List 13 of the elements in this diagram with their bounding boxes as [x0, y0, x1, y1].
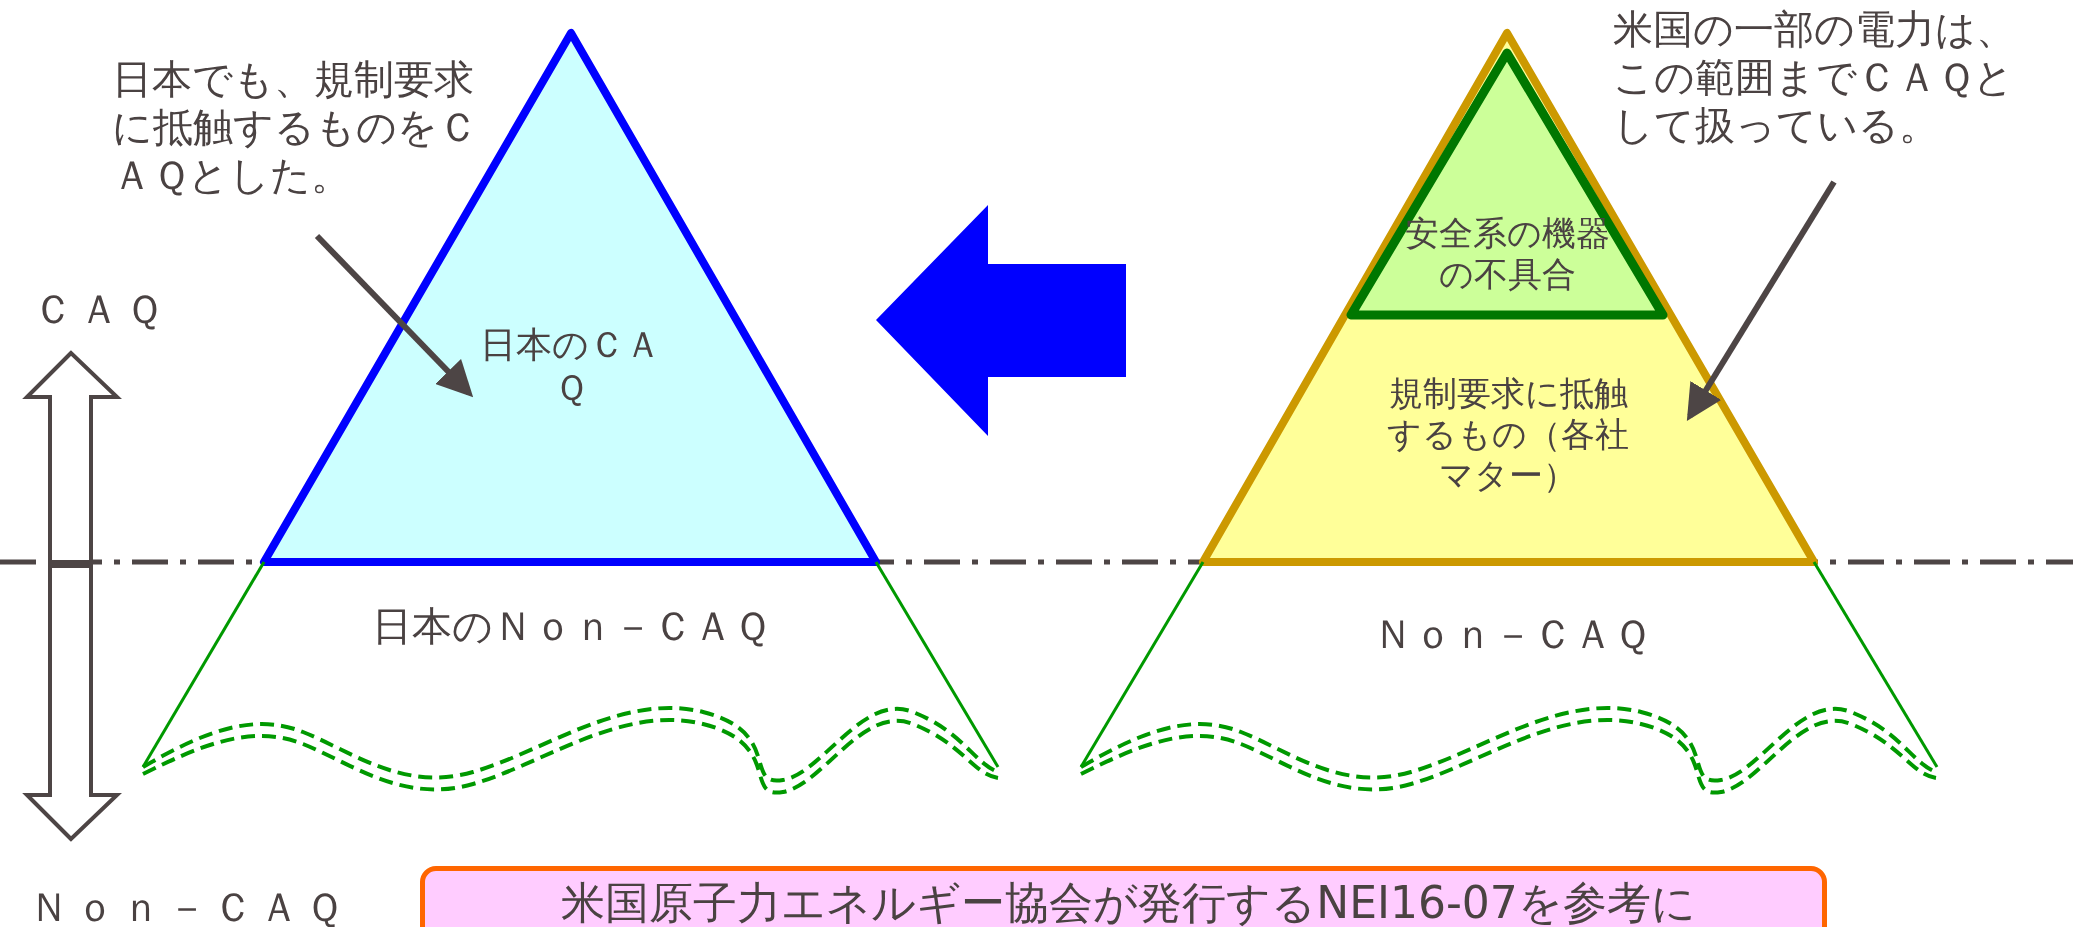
- leader-arrow: [1686, 180, 1837, 422]
- callout-text: 日本でも、規制要求に抵触するものをＣＡＱとした。: [112, 55, 479, 199]
- leader-arrow: [314, 233, 474, 398]
- node-text: Ｎｏｎ－ＣＡＱ: [1372, 610, 1650, 658]
- block-arrow: [876, 205, 1126, 436]
- axis-label: ＣＡＱ: [33, 285, 167, 334]
- node-text: 日本のＣＡＱ: [478, 323, 662, 410]
- node-text: 安全系の機器の不具合: [1403, 213, 1611, 295]
- node-text: 規制要求に抵触するもの（各社マター）: [1386, 373, 1630, 496]
- callout-text: 米国の一部の電力は、この範囲までＣＡＱとして扱っている。: [1613, 5, 2017, 149]
- node-text: 日本のＮｏｎ－ＣＡＱ: [371, 602, 770, 650]
- note-box: 米国原子力エネルギー協会が発行するNEI16-07を参考に: [420, 866, 1827, 927]
- axis-label: Ｎｏｎ－ＣＡＱ: [29, 883, 347, 927]
